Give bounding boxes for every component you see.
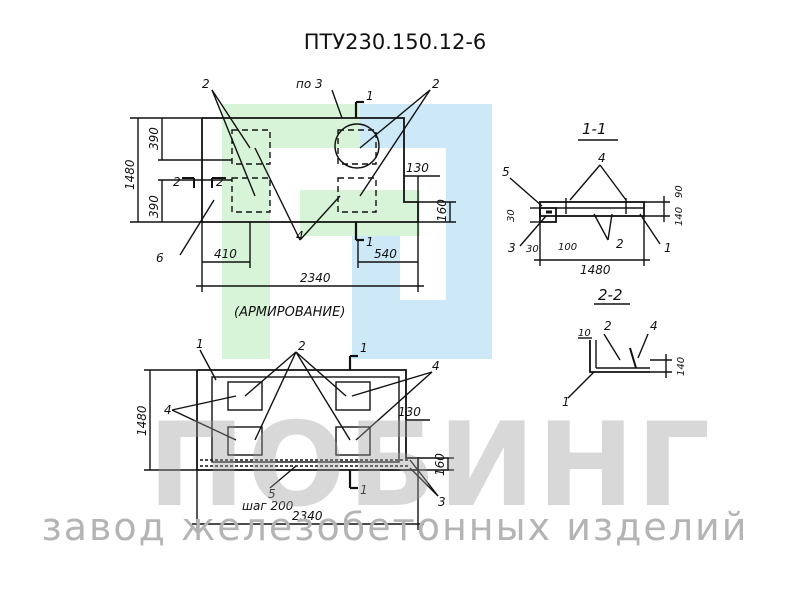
reinf-step: шаг 200	[242, 499, 294, 513]
section-1-dim-h90: 90	[674, 185, 685, 198]
plan-dim-left-offset: 410	[214, 247, 237, 261]
reinf-label-cut-bottom: 1	[360, 483, 368, 497]
section-1-label-mid: 2	[616, 237, 624, 251]
section-2-dim-h10: 10	[578, 328, 591, 339]
reinf-label-top: 2	[298, 339, 306, 353]
brand-wordmark: ПОБИНГ	[148, 398, 713, 533]
reinf-label-top-left: 1	[196, 337, 204, 351]
plan-dim-notch-h: 160	[435, 199, 449, 222]
plan-label-bottom: 4	[296, 229, 304, 243]
section-1-title: 1-1	[582, 120, 607, 138]
section-1-1	[509, 139, 670, 266]
section-2-labels: 2-2 10 2 4 1 140	[562, 286, 687, 409]
section-1-dim-w30: 30	[526, 244, 539, 255]
plan-label-top-right: 2	[432, 77, 440, 91]
section-1-label-left-top: 5	[502, 165, 510, 179]
reinforcement-labels: 1 2 4 4 3 5 шаг 200 1 1 2340 130 1480 16…	[135, 337, 447, 523]
reinf-label-cut: 1	[360, 341, 368, 355]
section-1-label-left-bottom: 3	[508, 241, 516, 255]
reinf-dim-notch-h: 160	[433, 453, 447, 476]
plan-dim-right-offset: 540	[374, 247, 397, 261]
section-1-dim-h140: 140	[674, 207, 685, 226]
section-2-2	[567, 303, 672, 399]
reinf-dim-height: 1480	[135, 405, 149, 436]
section-1-labels: 1-1 4 5 3 1 2 1480 100 30 30 140 90	[502, 120, 685, 277]
section-1-dim-width: 1480	[580, 263, 611, 277]
reinf-label-left: 4	[164, 403, 172, 417]
section-2-label-bottom: 1	[562, 395, 570, 409]
plan-label-section-left: 2	[173, 175, 181, 189]
plan-label-top-left: 2	[202, 77, 210, 91]
plan-labels: 2 2 по 3 4 6 2 2 1 1 2340 410 540 130 14…	[123, 77, 449, 320]
plan-label-cut: 1	[366, 89, 374, 103]
plan-caption: (АРМИРОВАНИЕ)	[234, 305, 345, 320]
brand-tagline: завод железобетонных изделий	[41, 505, 749, 549]
section-1-label-top: 4	[598, 151, 606, 165]
section-1-label-right-bottom: 1	[664, 241, 672, 255]
reinf-label-bar: 5	[268, 487, 276, 501]
section-2-label-top-right: 4	[650, 319, 658, 333]
plan-label-ref: по 3	[296, 77, 323, 91]
plan-dim-bottom-offset: 390	[147, 195, 161, 218]
section-2-title: 2-2	[598, 286, 623, 304]
section-1-dim-h30: 30	[506, 209, 517, 222]
plan-label-section-mid: 2	[216, 175, 224, 189]
section-2-dim-h140: 140	[676, 357, 687, 376]
plan-dim-length: 2340	[300, 271, 331, 285]
section-1-dim-w100: 100	[558, 242, 577, 253]
plan-dim-top-offset: 390	[147, 127, 161, 150]
plan-label-left: 6	[156, 251, 164, 265]
plan-dim-notch-w: 130	[406, 161, 429, 175]
section-2-label-top-left: 2	[604, 319, 612, 333]
plan-view	[130, 89, 456, 292]
plan-dim-height: 1480	[123, 159, 137, 190]
reinf-dim-length: 2340	[292, 509, 323, 523]
product-code-title: ПТУ230.150.12-6	[303, 30, 487, 54]
plan-label-cut-bottom: 1	[366, 235, 374, 249]
reinf-dim-notch-w: 130	[398, 405, 421, 419]
reinforcement-view	[144, 349, 454, 530]
reinf-label-right: 4	[432, 359, 440, 373]
reinf-label-bottom-right: 3	[438, 495, 446, 509]
